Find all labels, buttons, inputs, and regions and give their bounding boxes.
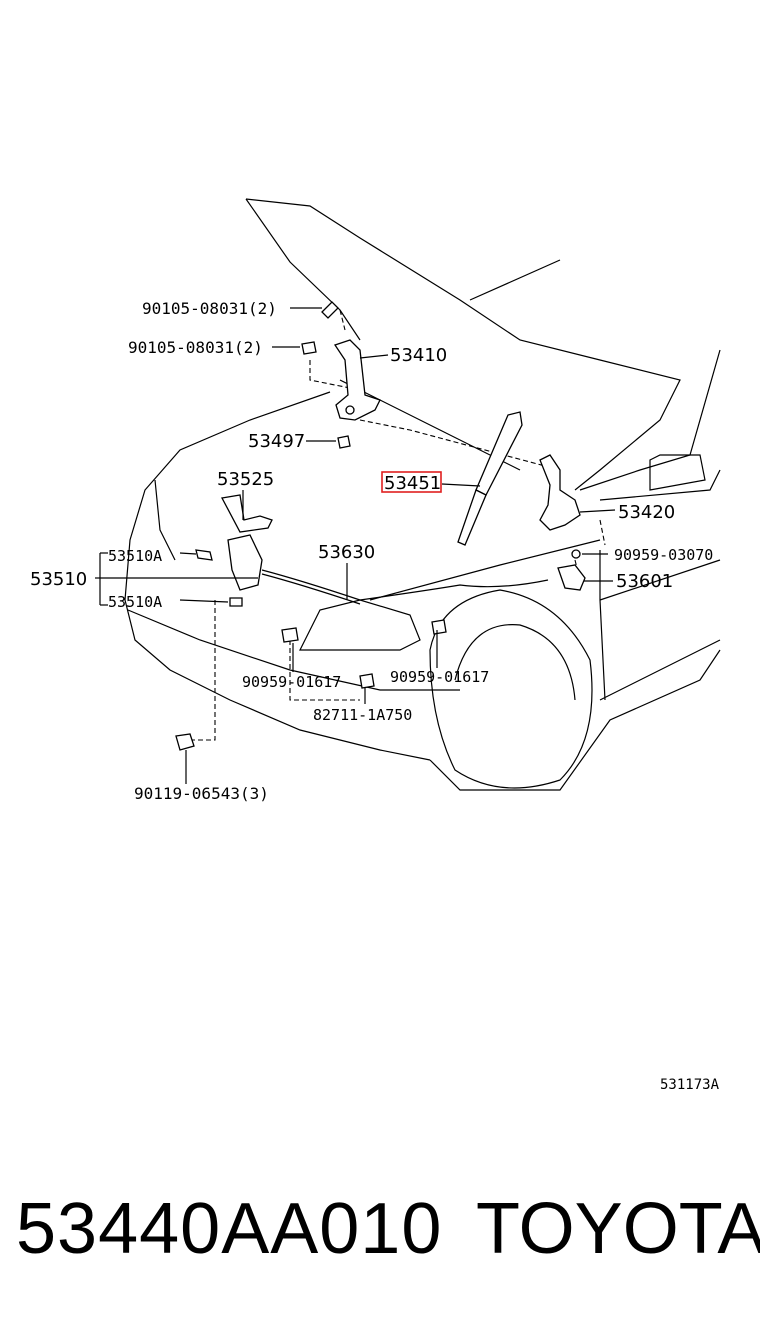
label-lock-release: 53525: [217, 469, 274, 490]
label-nut: 53497: [248, 431, 305, 452]
label-bolt-lower: 90105-08031(2): [128, 338, 263, 357]
brand-name: TOYOTA: [476, 1189, 760, 1269]
label-support-rod[interactable]: 53451: [384, 473, 441, 494]
label-clip-right: 90959-03070: [614, 546, 713, 564]
label-lock: 53510: [30, 569, 87, 590]
hinge-left-part: [333, 339, 381, 421]
label-clip-left: 90959-01617: [242, 673, 341, 691]
car-body-outline: [124, 349, 721, 791]
leader-lines: [95, 307, 616, 784]
label-clip-center: 90959-01617: [390, 668, 489, 686]
support-rod-highlight: [381, 471, 442, 493]
dashed-guides: [190, 309, 606, 741]
label-lock-sub-upper: 53510A: [108, 547, 162, 565]
lock-part: [221, 494, 273, 591]
label-hinge-right: 53420: [618, 502, 675, 523]
label-screw: 90119-06543(3): [134, 784, 269, 803]
label-cable: 53630: [318, 542, 375, 563]
label-connector: 82711-1A750: [313, 706, 412, 724]
lever-part: [557, 564, 586, 591]
support-rod-part: [457, 411, 523, 546]
hinge-right-part: [539, 454, 581, 531]
small-fasteners: [175, 301, 581, 751]
label-bolt-upper: 90105-08031(2): [142, 299, 277, 318]
label-hinge-left: 53410: [390, 345, 447, 366]
part-number: 53440AA010: [16, 1189, 443, 1269]
cable-part: [261, 569, 549, 605]
label-lever: 53601: [616, 571, 673, 592]
label-lock-sub-lower: 53510A: [108, 593, 162, 611]
figure-code: 531173A: [660, 1077, 720, 1093]
